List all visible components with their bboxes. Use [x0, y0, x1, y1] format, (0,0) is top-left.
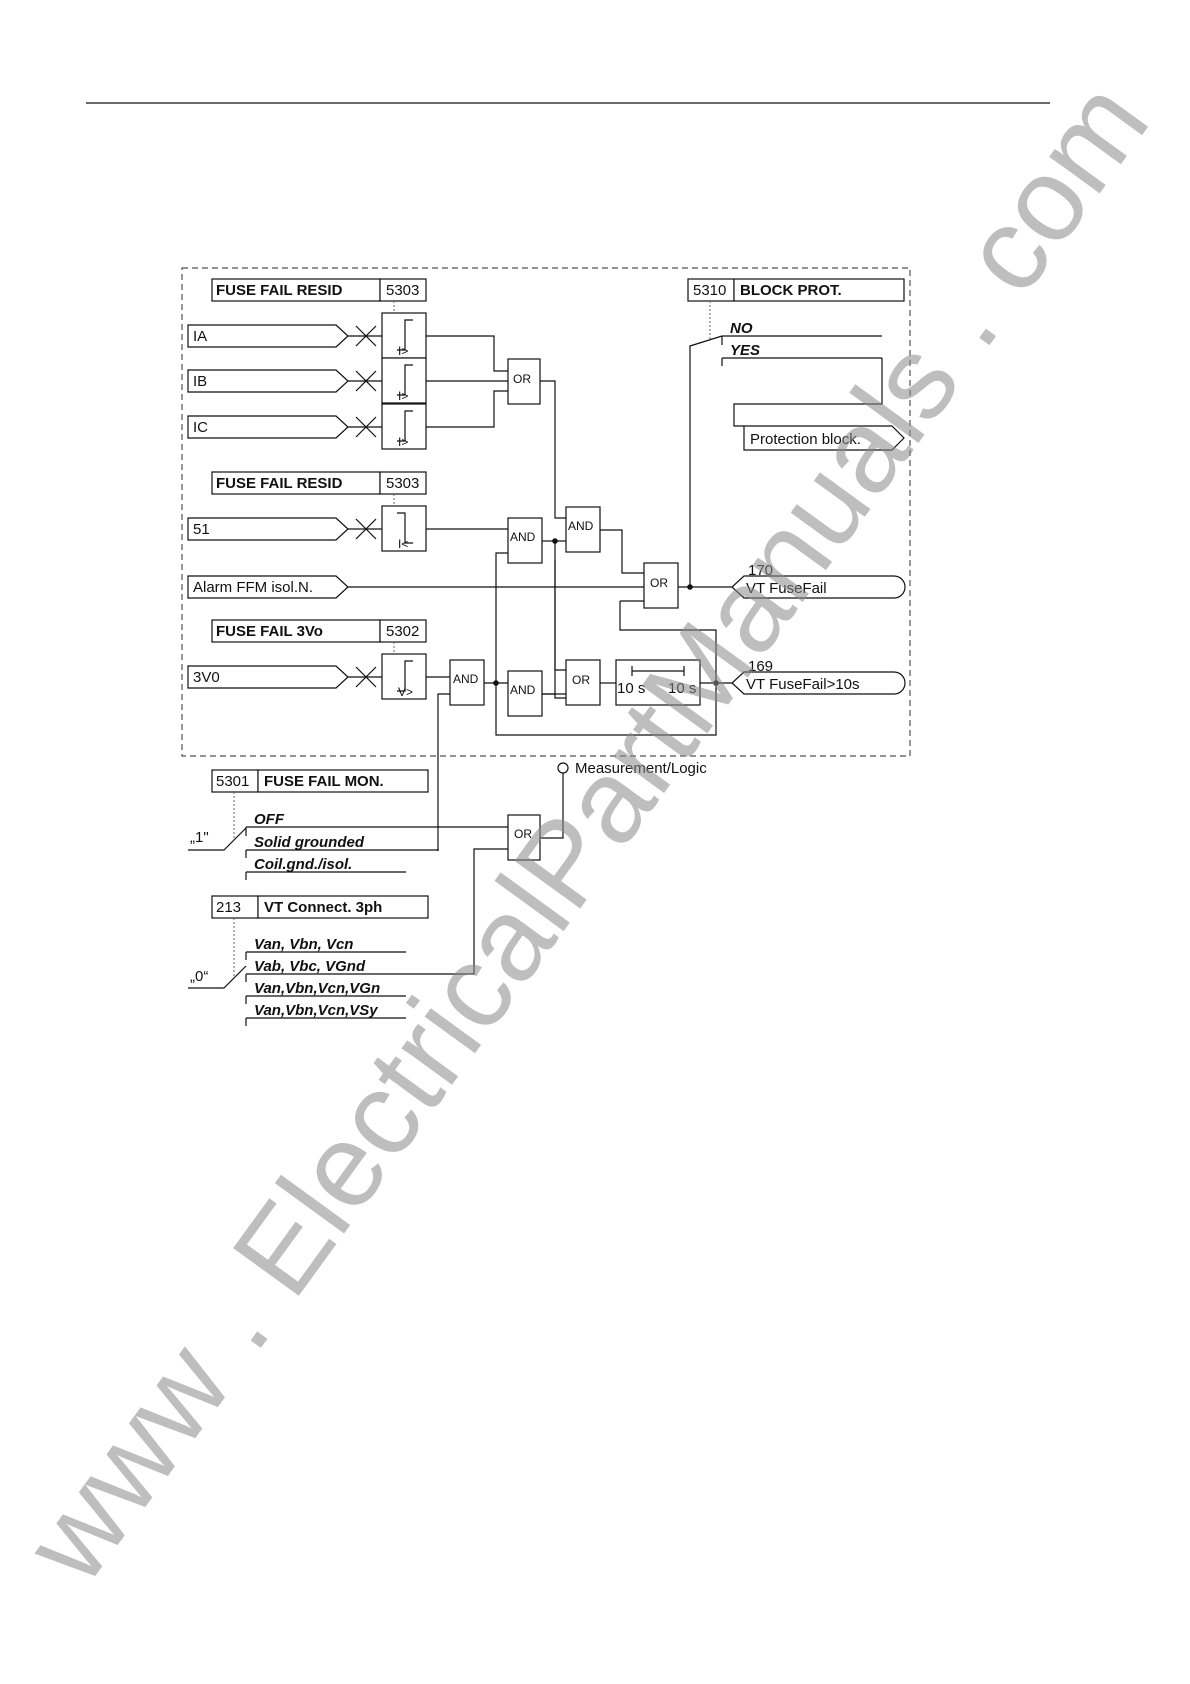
timer-dropout: 10 s	[668, 680, 696, 697]
svg-text:Vab, Vbc, VGnd: Vab, Vbc, VGnd	[254, 958, 366, 975]
svg-text:I>: I>	[398, 389, 408, 403]
svg-text:Measurement/Logic: Measurement/Logic	[575, 760, 707, 777]
vt-connect-options: Van, Vbn, Vcn Vab, Vbc, VGnd Van,Vbn,Vcn…	[245, 848, 508, 1026]
watermark: www . ElectricalPartManuals . com	[0, 58, 1174, 1606]
svg-text:5310: 5310	[693, 282, 726, 299]
param-code: 5303	[386, 282, 419, 299]
gate-and-volt: AND	[449, 659, 485, 706]
fuse-fail-mon-selector[interactable]: „1"	[188, 827, 247, 851]
param-vt-connect[interactable]: 213 VT Connect. 3ph	[211, 895, 429, 919]
threshold-3v0: V>	[381, 653, 427, 700]
input-ia: IA	[187, 324, 349, 348]
svg-text:„0“: „0“	[190, 968, 208, 985]
svg-text:Protection block.: Protection block.	[750, 431, 861, 448]
output-number: 170	[748, 562, 773, 579]
svg-text:I>: I>	[398, 435, 408, 449]
svg-text:OR: OR	[514, 827, 532, 841]
cross-marks-phase	[348, 325, 382, 438]
gate-and-resid: AND	[507, 517, 543, 564]
svg-text:„1": „1"	[190, 829, 209, 846]
output-vt-fusefail-10s: 169 VT FuseFail>10s	[731, 658, 906, 695]
timer-10s: 10 s 10 s	[615, 659, 701, 706]
svg-text:I>: I>	[398, 344, 408, 358]
input-3v0: 3V0	[187, 665, 349, 689]
svg-text:5301: 5301	[216, 773, 249, 790]
protection-block-output: Protection block.	[743, 425, 905, 451]
svg-text:OFF: OFF	[254, 811, 285, 828]
param-fuse-fail-resid-1[interactable]: FUSE FAIL RESID 5303	[211, 278, 427, 302]
svg-text:IA: IA	[193, 328, 207, 345]
gate-or-phase: OR	[507, 358, 541, 405]
param-block-prot[interactable]: 5310 BLOCK PROT.	[687, 278, 905, 302]
svg-text:Coil.gnd./isol.: Coil.gnd./isol.	[254, 856, 352, 873]
svg-text:Van, Vbn, Vcn: Van, Vbn, Vcn	[254, 936, 353, 953]
svg-text:AND: AND	[510, 683, 536, 697]
input-ib: IB	[187, 369, 349, 393]
svg-text:5302: 5302	[386, 623, 419, 640]
fuse-fail-mon-options: OFF Solid grounded Coil.gnd./isol.	[245, 811, 508, 880]
svg-text:51: 51	[193, 521, 210, 538]
gate-or-lower: OR	[565, 659, 601, 706]
gate-or-main: OR	[643, 562, 679, 609]
svg-text:V>: V>	[398, 685, 413, 699]
svg-text:3V0: 3V0	[193, 669, 220, 686]
param-fuse-fail-mon[interactable]: 5301 FUSE FAIL MON.	[211, 769, 429, 793]
svg-text:IC: IC	[193, 419, 208, 436]
svg-text:FUSE FAIL 3Vo: FUSE FAIL 3Vo	[216, 623, 323, 640]
svg-text:OR: OR	[650, 576, 668, 590]
gate-or-mode: OR	[507, 814, 541, 861]
svg-text:BLOCK PROT.: BLOCK PROT.	[740, 282, 842, 299]
vt-connect-selector[interactable]: „0“	[188, 965, 247, 989]
svg-text:VT Connect. 3ph: VT Connect. 3ph	[264, 899, 382, 916]
svg-text:213: 213	[216, 899, 241, 916]
svg-text:I<: I<	[398, 537, 408, 551]
gate-and-upper: AND	[565, 506, 601, 553]
svg-text:Solid grounded: Solid grounded	[254, 834, 365, 851]
gate-and-lower: AND	[507, 670, 543, 717]
output-number: 169	[748, 658, 773, 675]
output-label: VT FuseFail>10s	[746, 676, 860, 693]
output-vt-fusefail: 170 VT FuseFail	[731, 562, 906, 599]
input-alarm-ffm: Alarm FFM isol.N.	[187, 575, 349, 599]
cross-mark-3v0	[348, 666, 382, 688]
svg-text:IB: IB	[193, 373, 207, 390]
svg-text:Van,Vbn,Vcn,VSy: Van,Vbn,Vcn,VSy	[254, 1002, 378, 1019]
threshold-ia: I>	[381, 312, 427, 359]
measurement-logic: Measurement/Logic	[557, 760, 707, 777]
svg-text:FUSE FAIL MON.: FUSE FAIL MON.	[264, 773, 384, 790]
svg-text:NO: NO	[730, 320, 753, 337]
input-51: 51	[187, 517, 349, 541]
output-label: VT FuseFail	[746, 580, 827, 597]
cross-mark-51	[348, 518, 382, 540]
svg-text:AND: AND	[453, 672, 479, 686]
threshold-ib: I>	[381, 357, 427, 404]
block-prot-options: NO YES	[721, 320, 882, 366]
svg-text:YES: YES	[730, 342, 760, 359]
input-ic: IC	[187, 415, 349, 439]
svg-text:FUSE FAIL RESID: FUSE FAIL RESID	[216, 475, 343, 492]
svg-text:OR: OR	[513, 372, 531, 386]
param-fuse-fail-resid-2[interactable]: FUSE FAIL RESID 5303	[211, 471, 427, 495]
svg-text:Alarm FFM isol.N.: Alarm FFM isol.N.	[193, 579, 313, 596]
threshold-ic: I>	[381, 403, 427, 450]
param-label: FUSE FAIL RESID	[216, 282, 343, 299]
threshold-51: I<	[381, 505, 427, 552]
svg-text:5303: 5303	[386, 475, 419, 492]
svg-text:OR: OR	[572, 673, 590, 687]
timer-pickup: 10 s	[617, 680, 645, 697]
svg-text:AND: AND	[510, 530, 536, 544]
device-boundary	[181, 267, 911, 757]
svg-text:Van,Vbn,Vcn,VGn: Van,Vbn,Vcn,VGn	[254, 980, 380, 997]
param-fuse-fail-3vo[interactable]: FUSE FAIL 3Vo 5302	[211, 619, 427, 643]
svg-text:AND: AND	[568, 519, 594, 533]
